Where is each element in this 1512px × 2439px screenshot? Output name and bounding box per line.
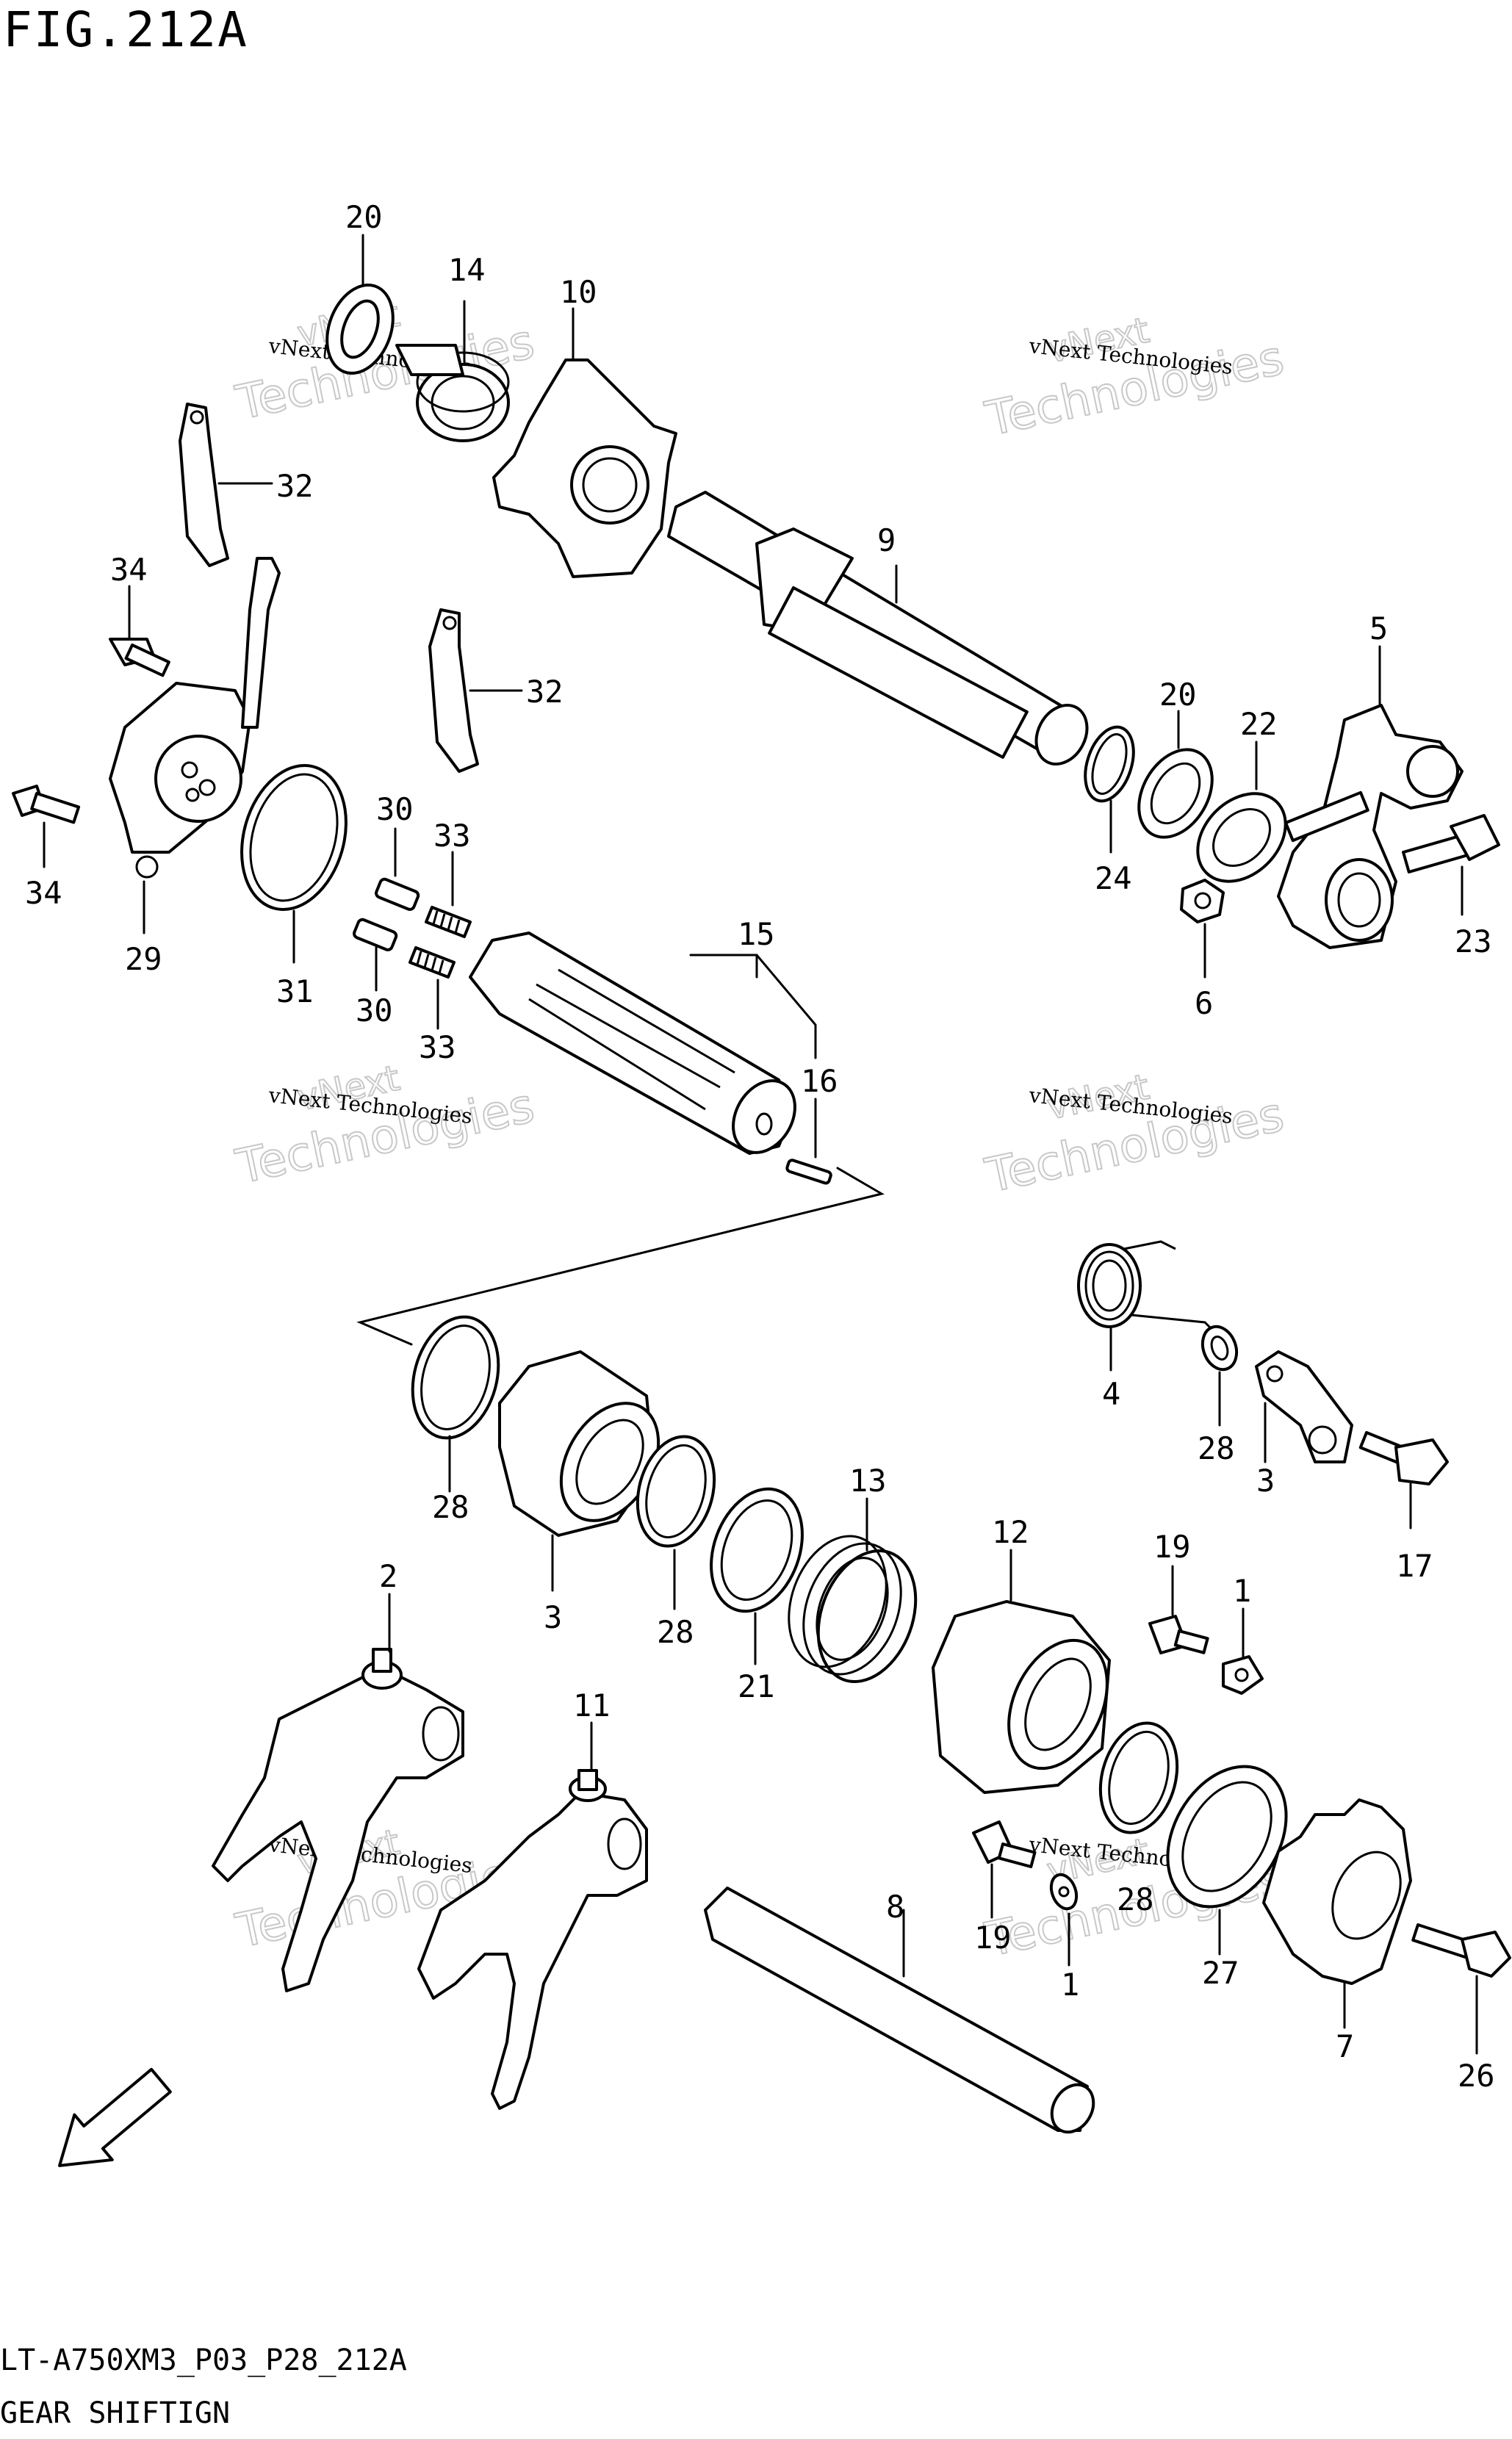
callout-19: 19 [974, 1920, 1012, 1956]
part-1-washer-lower[interactable] [1047, 1871, 1081, 1912]
part-33-spring-upper[interactable] [425, 906, 472, 938]
callout-11: 10 [560, 274, 597, 310]
part-28-circlip-right[interactable] [1089, 1715, 1189, 1842]
model-code: LT-A750XM3_P03_P28_212A [0, 2343, 407, 2377]
part-10-shift-shaft[interactable] [667, 491, 1097, 773]
section-name: GEAR SHIFTIGN [0, 2396, 231, 2430]
callout-13: 12 [992, 1514, 1029, 1550]
part-20-washer-right[interactable] [1124, 737, 1227, 851]
part-11-shift-arm[interactable] [492, 359, 677, 578]
callout-27: 24 [1095, 860, 1132, 896]
part-25-bearing[interactable] [1144, 1746, 1311, 1928]
fwd-direction-arrow: FWD [58, 2067, 172, 2167]
part-34-bolt-lower[interactable] [12, 785, 81, 824]
callout-9: 8 [886, 1889, 904, 1925]
callout-32: 32 [526, 674, 564, 710]
callout-28: 28 [432, 1489, 469, 1525]
callout-28: 28 [1117, 1881, 1154, 1917]
callout-21: 21 [738, 1668, 775, 1704]
callout-4: 3 [1256, 1463, 1275, 1499]
part-23-bolt[interactable] [1402, 814, 1500, 873]
part-16-shift-cam[interactable] [469, 932, 807, 1164]
part-18-bolt[interactable] [1358, 1431, 1449, 1485]
callout-33: 33 [433, 818, 471, 854]
callout-7: 6 [1195, 985, 1213, 1021]
callout-31: 31 [276, 973, 314, 1009]
part-28-circlip-middle[interactable] [626, 1428, 726, 1555]
part-27-circlip[interactable] [1076, 721, 1142, 807]
part-12-shift-fork[interactable] [417, 1769, 648, 2110]
part-9-fork-shaft[interactable] [704, 1887, 1102, 2139]
callout-28: 28 [657, 1614, 694, 1650]
part-8-gear[interactable] [1262, 1798, 1414, 1985]
callout-5: 4 [1102, 1376, 1120, 1412]
callout-3: 3 [544, 1599, 562, 1635]
callout-33: 33 [419, 1029, 456, 1065]
part-15-spring[interactable] [395, 344, 510, 442]
part-34-bolt-upper[interactable] [109, 638, 170, 677]
callout-32: 32 [276, 468, 314, 504]
part-31-o-ring[interactable] [226, 753, 362, 922]
callout-labels: 20 14 10 32 9 34 32 5 20 22 30 33 24 34 … [25, 199, 1495, 2094]
part-22-bearing[interactable] [1181, 777, 1303, 899]
callout-17: 16 [801, 1063, 838, 1099]
callout-1: 1 [1233, 1573, 1251, 1609]
callout-23: 23 [1455, 923, 1492, 959]
callout-22: 22 [1240, 706, 1278, 742]
part-33-spring-lower[interactable] [408, 946, 456, 979]
callout-34: 34 [110, 552, 148, 588]
callout-15: 14 [448, 252, 486, 288]
part-4-cam-stopper-plate[interactable] [1255, 1350, 1353, 1463]
callout-30: 30 [376, 791, 414, 827]
callout-29: 29 [125, 941, 162, 977]
figure-title: FIG.212A [3, 1, 248, 58]
callout-30: 30 [356, 992, 393, 1028]
callout-20: 20 [345, 199, 383, 235]
part-7-nut[interactable] [1180, 879, 1225, 923]
callout-1: 1 [1061, 1967, 1079, 2003]
part-32-clip-middle[interactable] [428, 608, 479, 773]
part-14-spring[interactable] [771, 1522, 932, 1695]
callout-16: 15 [738, 916, 775, 952]
part-1-washer-upper[interactable] [1222, 1655, 1264, 1695]
callout-12: 11 [573, 1687, 611, 1723]
part-29-cover[interactable] [109, 557, 281, 879]
part-13-drum-cam-large[interactable] [932, 1600, 1126, 1794]
part-28-circlip-upper[interactable] [400, 1307, 511, 1447]
part-20-washer[interactable] [315, 275, 404, 382]
assembly-break-line [356, 1167, 885, 1346]
callout-19: 19 [1153, 1529, 1191, 1565]
part-19-bolt-lower[interactable] [972, 1820, 1037, 1868]
callout-18: 17 [1396, 1548, 1433, 1584]
part-24-bolt[interactable] [1411, 1923, 1511, 1978]
part-19-bolt-upper[interactable] [1148, 1615, 1209, 1654]
part-26-washer[interactable] [1197, 1322, 1242, 1374]
callout-10: 9 [877, 522, 896, 558]
part-30-pin-lower[interactable] [353, 918, 398, 951]
callout-20: 20 [1159, 677, 1197, 713]
callout-26: 28 [1198, 1430, 1235, 1466]
callout-34: 34 [25, 875, 62, 911]
callout-25: 27 [1202, 1955, 1239, 1991]
callout-24: 26 [1458, 2058, 1495, 2094]
callout-2: 2 [379, 1558, 397, 1594]
callout-14: 13 [849, 1463, 887, 1499]
part-17-pin[interactable] [785, 1159, 832, 1185]
part-30-pin-upper[interactable] [375, 877, 420, 911]
part-21-washer[interactable] [695, 1476, 818, 1624]
callout-6: 5 [1369, 610, 1388, 646]
part-2-shift-fork[interactable] [212, 1648, 464, 1992]
part-32-clip-upper[interactable] [179, 403, 229, 567]
part-6-stopper-lever[interactable] [1277, 704, 1464, 949]
callout-8: 7 [1336, 2028, 1354, 2064]
part-5-return-spring[interactable] [1077, 1240, 1214, 1331]
